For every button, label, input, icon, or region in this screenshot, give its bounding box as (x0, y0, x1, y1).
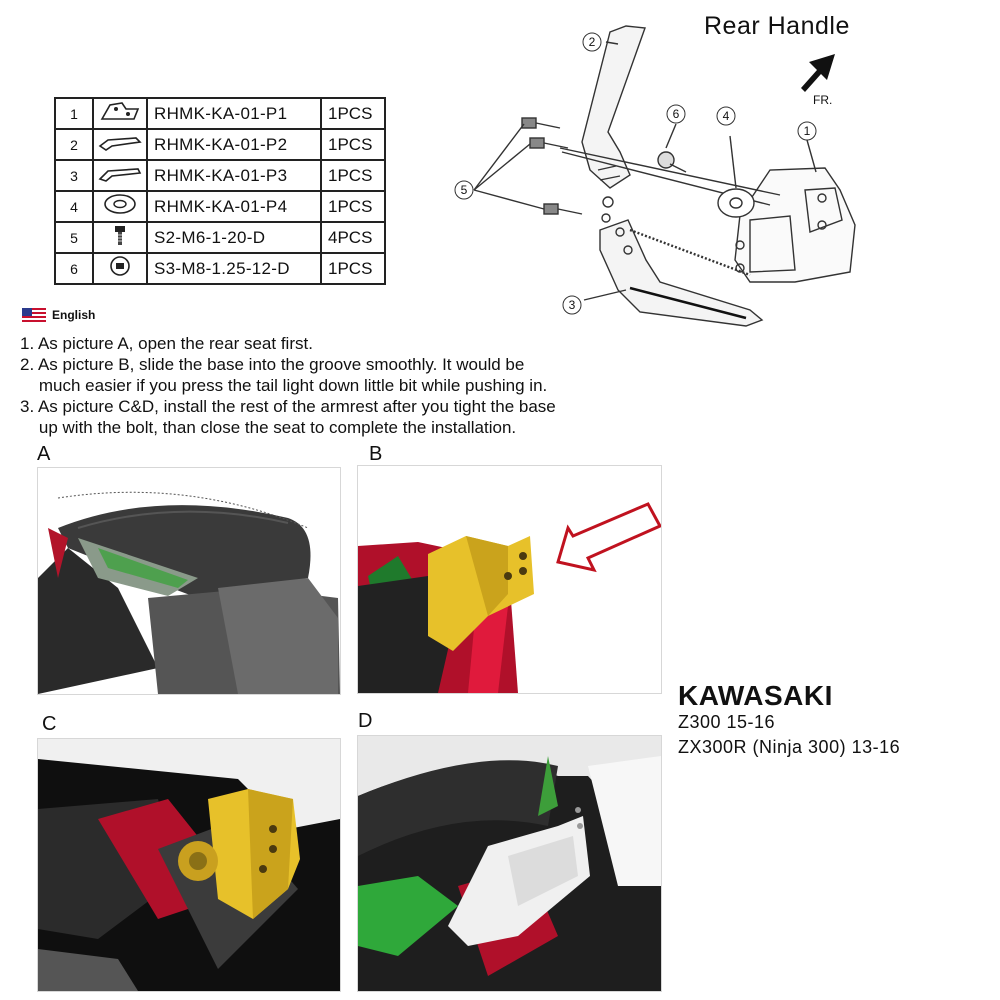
callout-5 (454, 180, 474, 200)
photo-d (357, 735, 662, 992)
direction-label: FR. (813, 93, 833, 107)
language-text: English (52, 308, 96, 322)
instructions: 1. As picture A, open the rear seat firs… (20, 333, 680, 438)
part-code: S2-M6-1-20-D (146, 221, 322, 254)
instruction-line: 1. As picture A, open the rear seat firs… (20, 334, 313, 353)
part-number: 6 (54, 252, 94, 285)
part-quantity: 1PCS (320, 128, 386, 161)
instruction-line: 2. As picture B, slide the base into the… (20, 355, 525, 374)
part-number: 1 (54, 97, 94, 130)
table-row: 5 S2-M6-1-20-D 4PCS (54, 221, 386, 254)
language-label: English (22, 308, 95, 322)
part-number: 4 (54, 190, 94, 223)
callout-label-1: 1 (804, 124, 811, 138)
part-code: RHMK-KA-01-P3 (146, 159, 322, 192)
part-code: RHMK-KA-01-P1 (146, 97, 322, 130)
photo-b (357, 465, 662, 694)
front-direction-arrow-icon (801, 54, 835, 92)
part-quantity: 4PCS (320, 221, 386, 254)
part-quantity: 1PCS (320, 159, 386, 192)
part-code: S3-M8-1.25-12-D (146, 252, 322, 285)
callout-4 (716, 106, 736, 126)
washer-icon (104, 194, 136, 214)
picture-label-c: C (42, 713, 57, 735)
callout-label-6: 6 (673, 107, 680, 121)
part-number: 2 (54, 128, 94, 161)
picture-label-a: A (37, 443, 51, 465)
table-row: 1 RHMK-KA-01-P1 1PCS (54, 97, 386, 130)
nut-icon (110, 256, 130, 276)
picture-label-b: B (369, 443, 383, 465)
exploded-diagram: 2 5 3 6 4 1 (454, 25, 856, 327)
instruction-line: 3. As picture C&D, install the rest of t… (20, 397, 556, 416)
bolt-icon (115, 226, 125, 245)
part-quantity: 1PCS (320, 97, 386, 130)
model-line-1: Z300 15-16 (678, 712, 776, 732)
photo-a (37, 467, 341, 695)
picture-label-d: D (358, 710, 373, 732)
model-line-2: ZX300R (Ninja 300) 13-16 (678, 737, 901, 757)
instruction-line: much easier if you press the tail light … (20, 376, 548, 395)
part-quantity: 1PCS (320, 190, 386, 223)
part-code: RHMK-KA-01-P4 (146, 190, 322, 223)
callout-label-2: 2 (589, 35, 596, 49)
callout-label-5: 5 (461, 183, 468, 197)
table-row: 2 RHMK-KA-01-P2 1PCS (54, 128, 386, 161)
diagram-title: Rear Handle (704, 12, 850, 40)
part-number: 3 (54, 159, 94, 192)
callout-label-3: 3 (569, 298, 576, 312)
callout-6 (666, 104, 686, 124)
part-quantity: 1PCS (320, 252, 386, 285)
brand-name: KAWASAKI (678, 680, 833, 711)
photo-c (37, 738, 341, 992)
table-row: 4 RHMK-KA-01-P4 1PCS (54, 190, 386, 223)
parts-table: 1 RHMK-KA-01-P1 1PCS 2 RHMK-KA-01-P2 1PC… (54, 97, 386, 285)
us-flag-icon (22, 308, 46, 322)
part-code: RHMK-KA-01-P2 (146, 128, 322, 161)
part-number: 5 (54, 221, 94, 254)
callout-1 (797, 121, 817, 141)
instruction-line: up with the bolt, than close the seat to… (20, 418, 517, 437)
handle-icon (98, 137, 142, 151)
callout-3 (562, 295, 582, 315)
callout-2 (582, 32, 602, 52)
bracket-icon (100, 102, 140, 120)
callout-label-4: 4 (723, 109, 730, 123)
table-row: 3 RHMK-KA-01-P3 1PCS (54, 159, 386, 192)
table-row: 6 S3-M8-1.25-12-D 1PCS (54, 252, 386, 285)
handle-icon (98, 168, 142, 182)
